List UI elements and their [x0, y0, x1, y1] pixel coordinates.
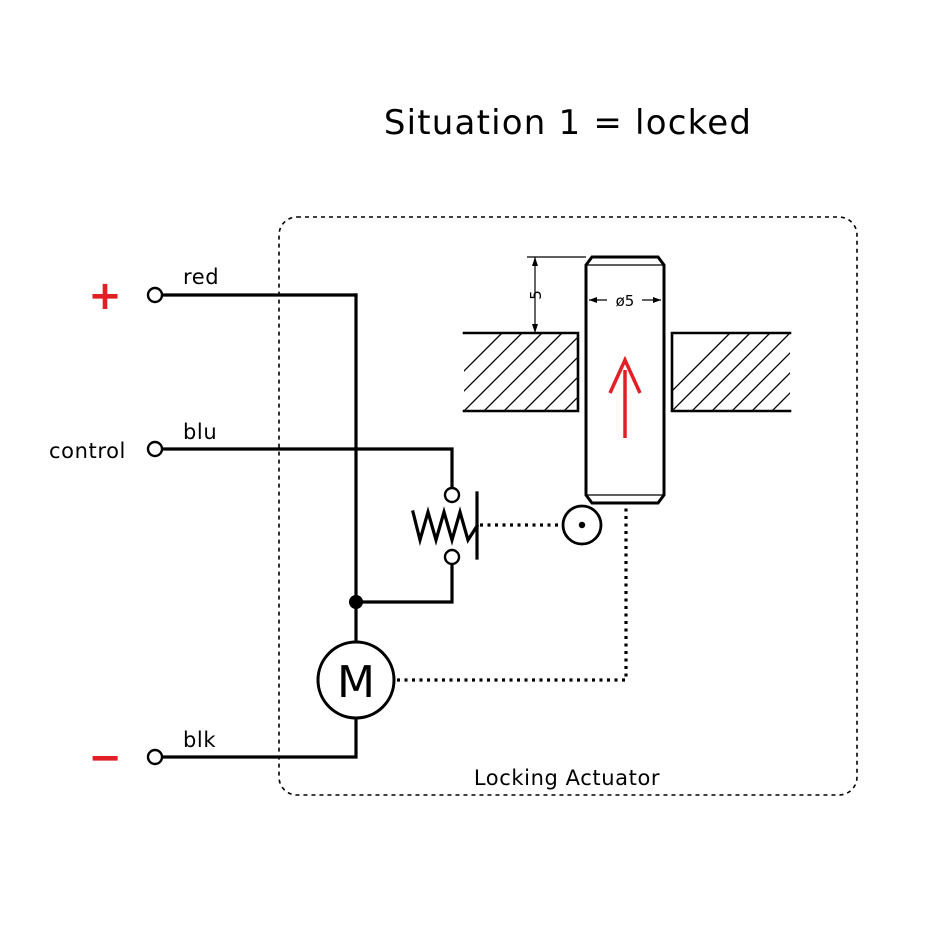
wire-junction-switch: [354, 563, 454, 604]
switch-spring: [411, 506, 480, 547]
housing-block-left: [462, 331, 580, 413]
negative-sign: −: [88, 735, 122, 781]
wire-label-blk: blk: [183, 728, 216, 752]
cam-center-dot: [578, 521, 586, 529]
wire-blk: [160, 716, 358, 759]
wire-label-blu: blu: [183, 420, 217, 444]
diagram-title: Situation 1 = locked: [384, 103, 752, 143]
actuator-label: Locking Actuator: [474, 766, 660, 790]
housing-block-right: [670, 331, 792, 413]
diameter-dimension: [589, 297, 661, 303]
height-label: 5: [527, 290, 545, 300]
positive-sign: +: [88, 273, 122, 319]
junction-dot: [349, 595, 363, 609]
wire-label-red: red: [183, 265, 219, 289]
height-dimension: [527, 256, 586, 333]
switch-contact-bottom: [443, 548, 461, 566]
motor-circle: [316, 640, 396, 720]
motor-label: M: [337, 657, 375, 708]
diameter-label: ø5: [616, 292, 635, 310]
pin-direction-arrow: [608, 355, 642, 438]
control-terminal-label: control: [49, 439, 126, 463]
terminal-control: [146, 440, 164, 458]
actuator-enclosure: [278, 216, 858, 796]
linkage-motor-pin: [397, 506, 628, 682]
switch-contact-top: [443, 486, 461, 504]
terminal-positive: [146, 286, 164, 304]
terminal-negative: [146, 748, 164, 766]
wire-blu: [160, 447, 454, 490]
